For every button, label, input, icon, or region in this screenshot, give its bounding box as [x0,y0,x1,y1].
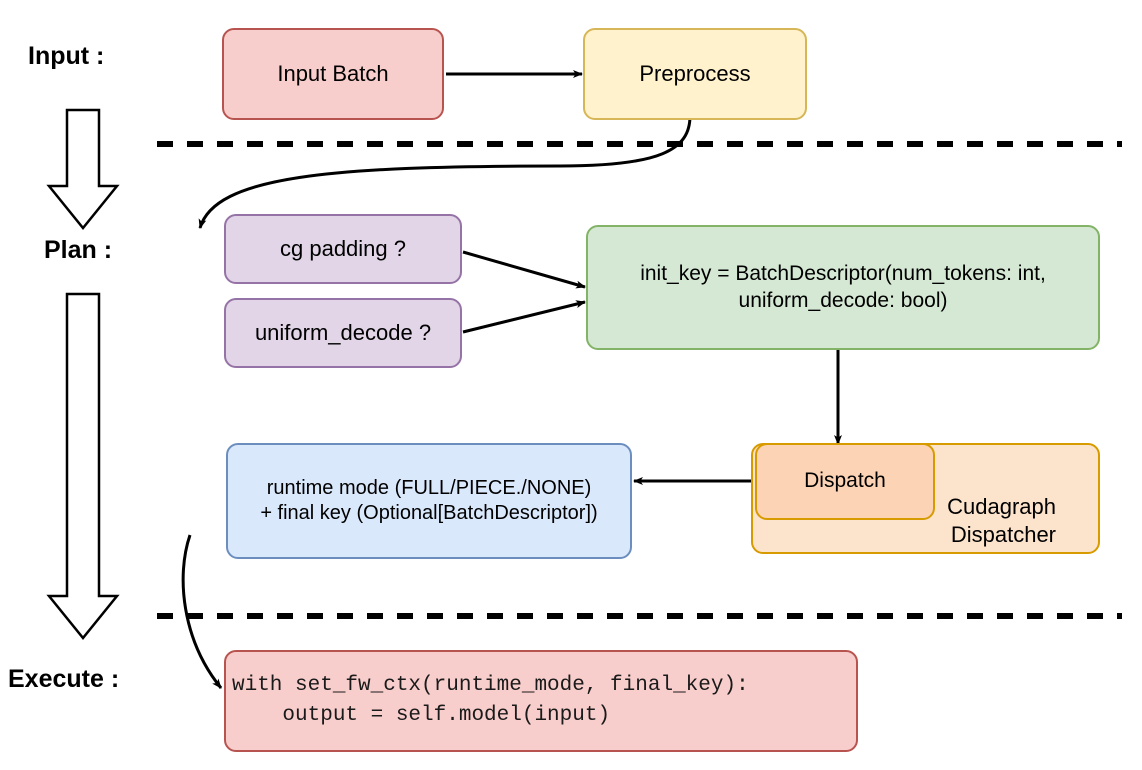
edge-cg-padding-to-init-key [462,250,586,289]
edge-uniform-decode-to-init-key [462,300,586,334]
node-execute-code-line2: output = self.model(input) [232,704,611,727]
node-input-batch-label: Input Batch [277,61,389,87]
node-init-key[interactable]: init_key = BatchDescriptor(num_tokens: i… [586,225,1100,350]
node-preprocess[interactable]: Preprocess [583,28,807,120]
node-uniform-decode[interactable]: uniform_decode ? [224,298,462,368]
node-dispatch-label: Dispatch [804,469,886,493]
node-cg-padding[interactable]: cg padding ? [224,214,462,284]
node-cg-padding-label: cg padding ? [280,236,406,262]
node-runtime-mode-line1: runtime mode (FULL/PIECE./NONE) [266,477,592,499]
node-dispatch[interactable]: Dispatch [755,443,935,520]
node-init-key-line1: init_key = BatchDescriptor(num_tokens: i… [640,262,1046,286]
input-to-plan-block-arrow [46,108,120,230]
stage-label-plan: Plan : [44,236,113,264]
node-execute-code[interactable]: with set_fw_ctx(runtime_mode, final_key)… [224,650,858,752]
node-cudagraph-dispatcher-line1: Cudagraph [947,494,1056,519]
node-uniform-decode-label: uniform_decode ? [254,320,432,346]
stage-label-execute: Execute : [8,665,120,693]
node-runtime-mode[interactable]: runtime mode (FULL/PIECE./NONE) + final … [226,443,632,559]
node-init-key-line2: uniform_decode: bool) [738,288,948,312]
node-preprocess-label: Preprocess [639,61,751,87]
node-runtime-mode-line2: + final key (Optional[BatchDescriptor]) [260,502,598,524]
node-cudagraph-dispatcher-line2: Dispatcher [950,521,1056,547]
edge-preprocess-to-cg-padding [198,115,692,229]
node-input-batch[interactable]: Input Batch [222,28,444,120]
plan-to-execute-block-arrow [46,292,120,640]
node-execute-code-line1: with set_fw_ctx(runtime_mode, final_key)… [232,673,749,697]
stage-label-input: Input : [28,42,105,70]
edge-runtime-mode-to-execute-code [181,534,223,689]
